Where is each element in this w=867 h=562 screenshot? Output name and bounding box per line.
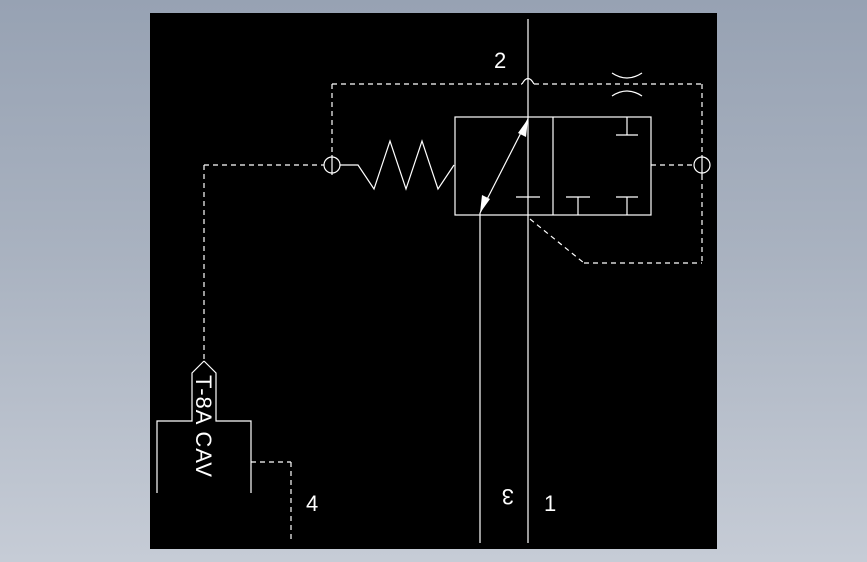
orifice-symbol	[611, 72, 643, 97]
pilot-port-left-icon	[323, 155, 341, 175]
valve-body	[454, 116, 652, 216]
port-4-label: 4	[306, 491, 318, 516]
left-pilot-line	[203, 164, 324, 361]
cartridge-label: T-8A CAV	[191, 375, 216, 478]
port-2-label: 2	[494, 48, 506, 73]
spring-symbol	[340, 139, 455, 191]
hydraulic-schematic: 2 1 4 3 T-8A CAV	[156, 19, 711, 543]
top-pilot-line	[331, 77, 703, 155]
flow-arrow-icon	[479, 118, 529, 214]
cad-viewport[interactable]: 2 1 4 3 T-8A CAV	[150, 13, 717, 549]
pilot-port-right-icon	[651, 155, 711, 175]
port-4-line	[251, 461, 292, 543]
drain-line	[529, 175, 703, 264]
port-3-label: 3	[502, 484, 514, 509]
cartridge-outline	[156, 360, 252, 493]
port-1-label: 1	[544, 491, 556, 516]
right-square-blocks	[566, 117, 638, 215]
